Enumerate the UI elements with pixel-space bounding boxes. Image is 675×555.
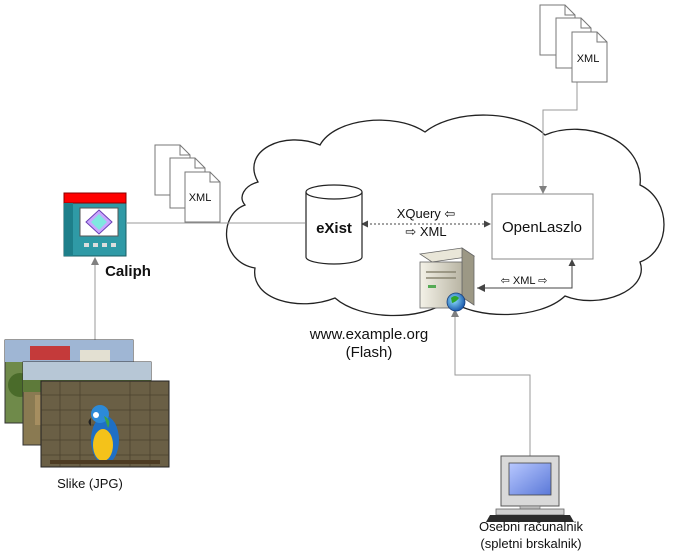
- openlaszlo-label: OpenLaszlo: [502, 219, 582, 236]
- pc-server-arrow: [451, 309, 531, 456]
- photos-label: Slike (JPG): [57, 476, 123, 491]
- web-cloud: [225, 114, 665, 317]
- photo-stack: [4, 339, 170, 468]
- web-server-icon: [418, 247, 476, 312]
- personal-computer-icon: [486, 455, 574, 522]
- exist-label: eXist: [316, 220, 352, 237]
- pc-label-line1: Osebni računalnik: [479, 519, 584, 534]
- xml-response-label: ⇨ XML: [405, 224, 446, 239]
- photo-front-parrot: [40, 380, 170, 468]
- xml-documents-mid-label: XML: [189, 192, 212, 204]
- caliph-app-icon: [63, 192, 127, 257]
- xml-documents-top: [539, 4, 608, 83]
- website-url-label: www.example.org: [309, 326, 428, 343]
- server-openlaszlo-link: [477, 259, 576, 289]
- xquery-label: XQuery ⇦: [397, 206, 456, 221]
- openlaszlo-box: [491, 193, 594, 260]
- website-flash-label: (Flash): [346, 344, 393, 361]
- server-link-arrowhead: [477, 284, 485, 292]
- xml-documents-top-label: XML: [577, 53, 600, 65]
- caliph-label: Caliph: [105, 263, 151, 280]
- connectors: [91, 70, 578, 456]
- pc-label-line2: (spletni brskalnik): [480, 536, 581, 551]
- xml-openlaszlo-arrow: [539, 70, 578, 194]
- exist-database-icon: [305, 184, 363, 265]
- xml-documents-mid: [154, 144, 221, 223]
- server-xml-label: ⇦ XML ⇨: [501, 275, 548, 287]
